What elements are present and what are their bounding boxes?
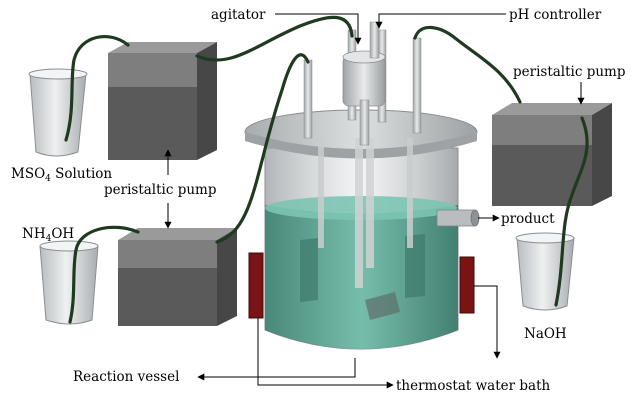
reaction-vessel-leader bbox=[197, 358, 356, 381]
tube-naoh-to-vessel bbox=[413, 25, 522, 104]
peristaltic-pump-bottom-left bbox=[118, 228, 237, 326]
label-ph-controller: pH controller bbox=[509, 7, 602, 23]
tube-mso4-in bbox=[64, 35, 130, 142]
label-mso4-solution: MSO4 Solution bbox=[11, 166, 112, 184]
ph-controller-leader bbox=[375, 13, 506, 29]
nh4oh-beaker bbox=[39, 240, 99, 325]
label-peristaltic-pump-right: peristaltic pump bbox=[513, 64, 626, 80]
tubing bbox=[64, 15, 589, 324]
reaction-vessel bbox=[244, 109, 478, 350]
product-outlet bbox=[436, 209, 480, 227]
tube-nh4oh-in bbox=[68, 225, 140, 324]
tube-mso4-to-vessel bbox=[195, 15, 354, 62]
tube-naoh-in bbox=[554, 116, 589, 307]
label-reaction-vessel: Reaction vessel bbox=[73, 369, 179, 385]
agitator-leader bbox=[275, 13, 362, 45]
heater-left bbox=[248, 252, 264, 319]
label-nh4oh: NH4OH bbox=[22, 226, 74, 244]
label-peristaltic-pump-left: peristaltic pump bbox=[104, 182, 217, 198]
thermostat-leader-right bbox=[474, 285, 501, 359]
leader-lines bbox=[164, 13, 585, 389]
thermostat-leader-left bbox=[257, 318, 394, 389]
label-product: product bbox=[501, 211, 555, 227]
heater-right bbox=[459, 256, 475, 314]
peristaltic-pump-top-left bbox=[108, 42, 217, 160]
agitator-head bbox=[342, 21, 386, 146]
label-thermostat-water-bath: thermostat water bath bbox=[396, 378, 550, 394]
peristaltic-pump-right bbox=[492, 103, 612, 206]
naoh-beaker bbox=[515, 232, 575, 311]
label-naoh: NaOH bbox=[524, 326, 567, 342]
mso4-beaker bbox=[28, 68, 88, 157]
label-agitator: agitator bbox=[211, 7, 266, 23]
tube-nh4oh-to-vessel bbox=[215, 53, 310, 244]
